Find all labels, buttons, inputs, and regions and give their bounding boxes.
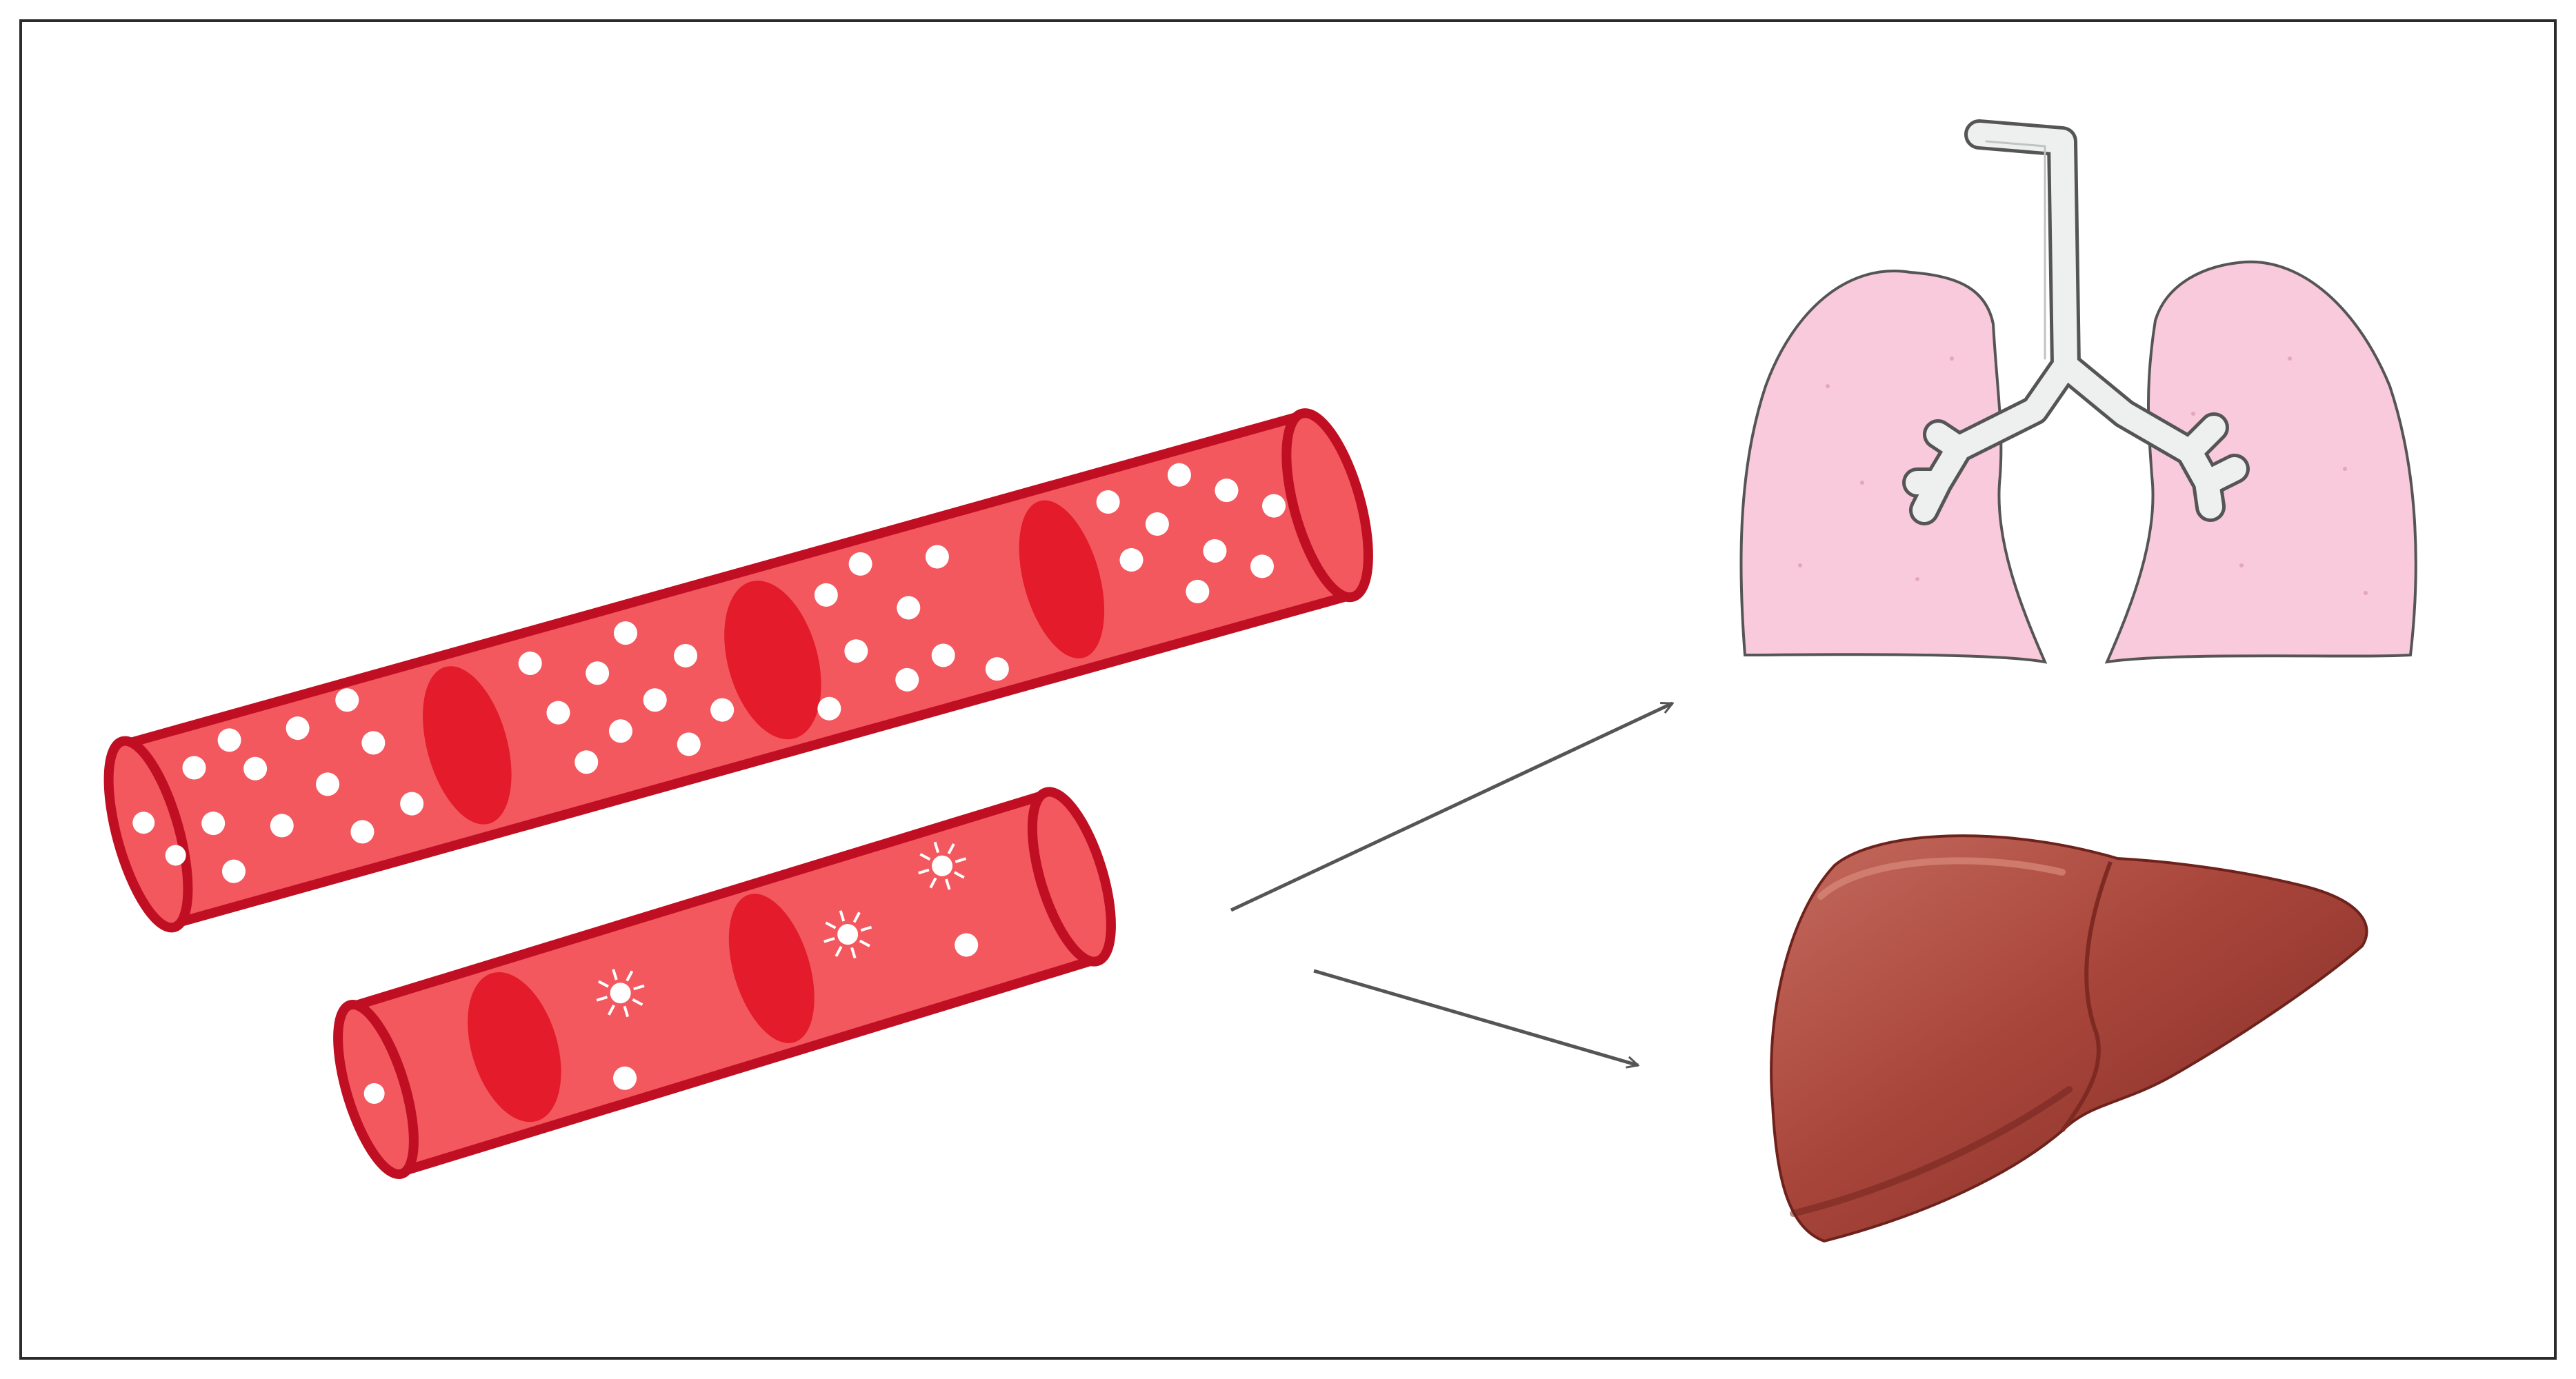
diagram-canvas (0, 0, 2576, 1379)
